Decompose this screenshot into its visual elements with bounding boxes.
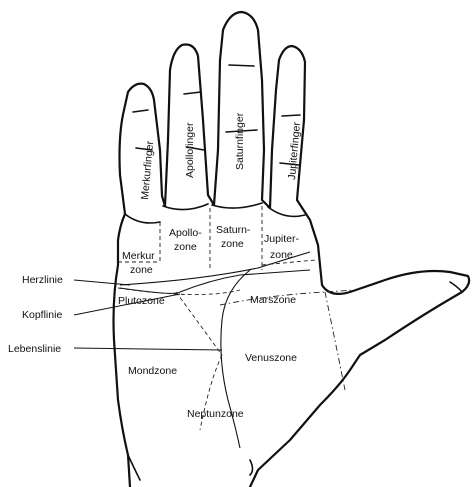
finger-base-fold-1 <box>125 214 160 223</box>
wrist-crease-right <box>250 460 253 475</box>
boundary-venus-thumb <box>325 292 345 390</box>
label-mondzone: Mondzone <box>128 365 177 377</box>
saturn-tip-crease <box>229 65 254 66</box>
label-apollofinger: Apollofinger <box>184 122 196 178</box>
label-plutozone: Plutozone <box>118 295 165 307</box>
label-neptunzone: Neptunzone <box>187 408 244 420</box>
boundary-pluto-line <box>118 288 240 295</box>
label-merkurzone-2: zone <box>130 264 153 276</box>
leader-lebenslinie <box>74 348 222 350</box>
merkur-tip-crease <box>133 110 148 112</box>
label-saturnfinger: Saturnfinger <box>234 112 246 170</box>
label-marszone: Marszone <box>250 294 296 306</box>
boundary-pluto-mond <box>176 292 222 355</box>
label-lebenslinie: Lebenslinie <box>8 343 61 355</box>
label-jupiterzone-2: zone <box>270 249 293 261</box>
label-apollozone-2: zone <box>174 241 197 253</box>
label-herzlinie: Herzlinie <box>22 274 63 286</box>
leader-herzlinie <box>74 280 130 285</box>
label-venuszone: Venuszone <box>245 352 297 364</box>
thumb-crease <box>450 282 462 292</box>
label-kopflinie: Kopflinie <box>22 309 62 321</box>
finger-base-fold-2 <box>163 204 208 210</box>
finger-base-fold-3 <box>212 203 262 208</box>
label-apollozone-1: Apollo- <box>169 227 202 239</box>
apollo-joint-crease <box>184 92 201 94</box>
jupiter-mid-crease <box>282 115 300 116</box>
label-merkurzone-1: Merkur <box>122 250 155 262</box>
finger-base-fold-4 <box>268 207 305 216</box>
label-jupiterzone-1: Jupiter- <box>264 233 300 245</box>
label-saturnzone-2: zone <box>221 238 244 250</box>
label-saturnzone-1: Saturn- <box>216 224 251 236</box>
